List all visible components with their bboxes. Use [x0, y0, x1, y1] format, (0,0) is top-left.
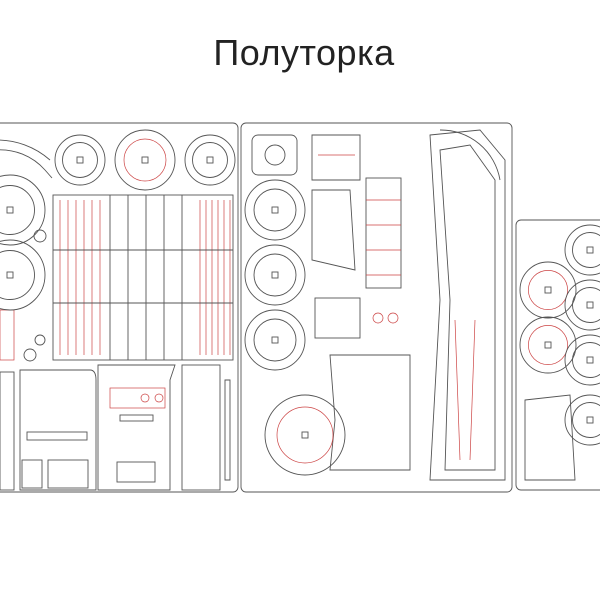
wheel	[244, 309, 306, 371]
wheel	[244, 179, 306, 241]
drawing-title: Полуторка	[213, 32, 395, 73]
washer	[34, 334, 46, 346]
wheel-parts	[0, 129, 600, 476]
wheel	[564, 394, 600, 446]
sheet-panel-middle	[240, 122, 513, 493]
wheel	[264, 394, 346, 476]
sheet-panel-left	[0, 122, 239, 493]
wheel	[519, 261, 577, 319]
wheel	[519, 316, 577, 374]
wheel	[244, 244, 306, 306]
wheel	[0, 174, 46, 246]
wheel	[114, 129, 176, 191]
wheel	[184, 134, 236, 186]
wheel	[54, 134, 106, 186]
washer	[33, 229, 47, 243]
wheel	[564, 334, 600, 386]
washer	[23, 348, 37, 362]
wheel	[564, 224, 600, 276]
wheel	[0, 239, 46, 311]
wheel	[564, 279, 600, 331]
sheet-panel-right	[515, 219, 600, 491]
